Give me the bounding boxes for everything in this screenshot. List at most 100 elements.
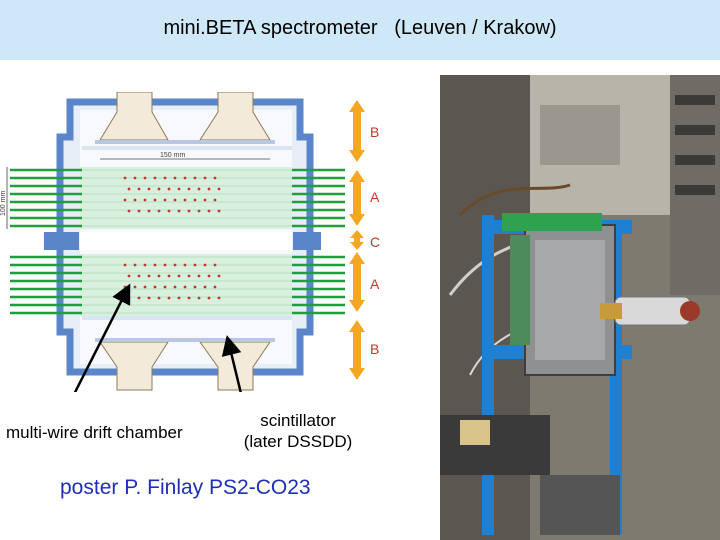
drift-chamber-lower — [80, 254, 292, 316]
sense-wire-dot — [193, 176, 197, 180]
arrow-a-upper — [349, 170, 365, 226]
sense-wire-dot — [143, 176, 147, 180]
sense-wire-dot — [213, 285, 217, 289]
sense-wire-dot — [163, 285, 167, 289]
caption-drift-chamber: multi-wire drift chamber — [6, 423, 183, 442]
arrow-b-bottom — [349, 320, 365, 380]
arrow-b-top — [349, 100, 365, 162]
sense-wire-dot — [167, 296, 171, 300]
frame-side-right — [293, 232, 321, 250]
sense-wire-dot — [173, 198, 177, 202]
frame-side-left — [44, 232, 79, 250]
sense-wire-dot — [173, 263, 177, 267]
sense-wire-dot — [177, 274, 181, 278]
sense-wire-dot — [187, 187, 191, 191]
sense-wire-dot — [157, 274, 161, 278]
sense-wire-dot — [133, 285, 137, 289]
sense-wire-dot — [137, 274, 141, 278]
sense-wire-dot — [153, 176, 157, 180]
sense-wire-dot — [183, 263, 187, 267]
pointer-drift-chamber — [73, 283, 131, 392]
sense-wire-dot — [207, 274, 211, 278]
sense-wire-dot — [127, 274, 131, 278]
height-dimension-label: 100 mm — [0, 191, 7, 216]
sense-wire-dot — [197, 296, 201, 300]
title-bar — [0, 0, 720, 60]
arrow-c — [350, 230, 364, 250]
sense-wire-dot — [127, 187, 131, 191]
sense-wire-dot — [173, 176, 177, 180]
sense-wire-dot — [153, 263, 157, 267]
sense-wire-dot — [207, 209, 211, 213]
sense-wire-dot — [203, 285, 207, 289]
sense-wire-dot — [123, 198, 127, 202]
sense-wire-dot — [133, 176, 137, 180]
sense-wire-dot — [193, 198, 197, 202]
caption-scintillator: scintillator (later DSSDD) — [238, 410, 358, 452]
sense-wire-dot — [213, 176, 217, 180]
sense-wire-dot — [177, 209, 181, 213]
sense-wire-dot — [213, 263, 217, 267]
spectrometer-diagram: 150 mm 100 mm B A C A B — [0, 92, 380, 392]
sense-wire-dot — [187, 274, 191, 278]
sense-wire-dot — [153, 285, 157, 289]
sense-wire-dot — [203, 176, 207, 180]
sense-wire-dot — [123, 263, 127, 267]
segment-label-b-bottom: B — [370, 341, 379, 357]
scintillator-bottom — [82, 316, 292, 320]
segment-arrows — [349, 100, 365, 380]
sense-wire-dot — [177, 296, 181, 300]
sense-wire-dot — [197, 274, 201, 278]
sense-wire-dot — [127, 296, 131, 300]
apparatus-photo — [440, 75, 720, 540]
sense-wire-dot — [147, 209, 151, 213]
segment-label-b-top: B — [370, 124, 379, 140]
pointer-scintillator — [221, 335, 242, 392]
sense-wire-dot — [143, 263, 147, 267]
sense-wire-dot — [143, 285, 147, 289]
sense-wire-dot — [123, 176, 127, 180]
segment-label-c: C — [370, 234, 380, 250]
caption-scintillator-line1: scintillator — [260, 411, 336, 430]
sense-wire-dot — [183, 198, 187, 202]
sense-wire-dot — [187, 296, 191, 300]
sense-wire-dot — [157, 209, 161, 213]
segment-label-a-upper: A — [370, 189, 380, 205]
poster-reference: poster P. Finlay PS2-CO23 — [60, 476, 311, 499]
sense-wire-dot — [137, 296, 141, 300]
sense-wire-dot — [193, 285, 197, 289]
sense-wire-dot — [163, 176, 167, 180]
sense-wires — [123, 176, 221, 300]
sense-wire-dot — [133, 198, 137, 202]
sense-wire-dot — [147, 187, 151, 191]
sense-wire-dot — [217, 296, 221, 300]
sense-wire-dot — [177, 187, 181, 191]
segment-label-a-lower: A — [370, 276, 380, 292]
slide-title: mini.BETA spectrometer (Leuven / Krakow) — [163, 17, 557, 39]
sense-wire-dot — [167, 274, 171, 278]
sense-wire-dot — [183, 176, 187, 180]
sense-wire-dot — [203, 198, 207, 202]
sense-wire-dot — [163, 198, 167, 202]
sense-wire-dot — [167, 209, 171, 213]
sense-wire-dot — [123, 285, 127, 289]
scintillator-top — [82, 146, 292, 150]
sense-wire-dot — [217, 274, 221, 278]
stand-frame — [482, 215, 494, 535]
sense-wire-dot — [157, 296, 161, 300]
sense-wire-dot — [157, 187, 161, 191]
drift-chamber-upper — [80, 167, 292, 229]
sense-wire-dot — [197, 209, 201, 213]
sense-wire-dot — [163, 263, 167, 267]
sense-wire-dot — [207, 296, 211, 300]
sense-wire-dot — [137, 209, 141, 213]
beam-pipe — [614, 296, 691, 326]
sense-wire-dot — [137, 187, 141, 191]
sense-wire-dot — [127, 209, 131, 213]
sense-wire-dot — [147, 274, 151, 278]
sense-wire-dot — [153, 198, 157, 202]
sense-wire-dot — [133, 263, 137, 267]
width-dimension-label: 150 mm — [160, 152, 185, 159]
sense-wire-dot — [217, 209, 221, 213]
sense-wire-dot — [173, 285, 177, 289]
